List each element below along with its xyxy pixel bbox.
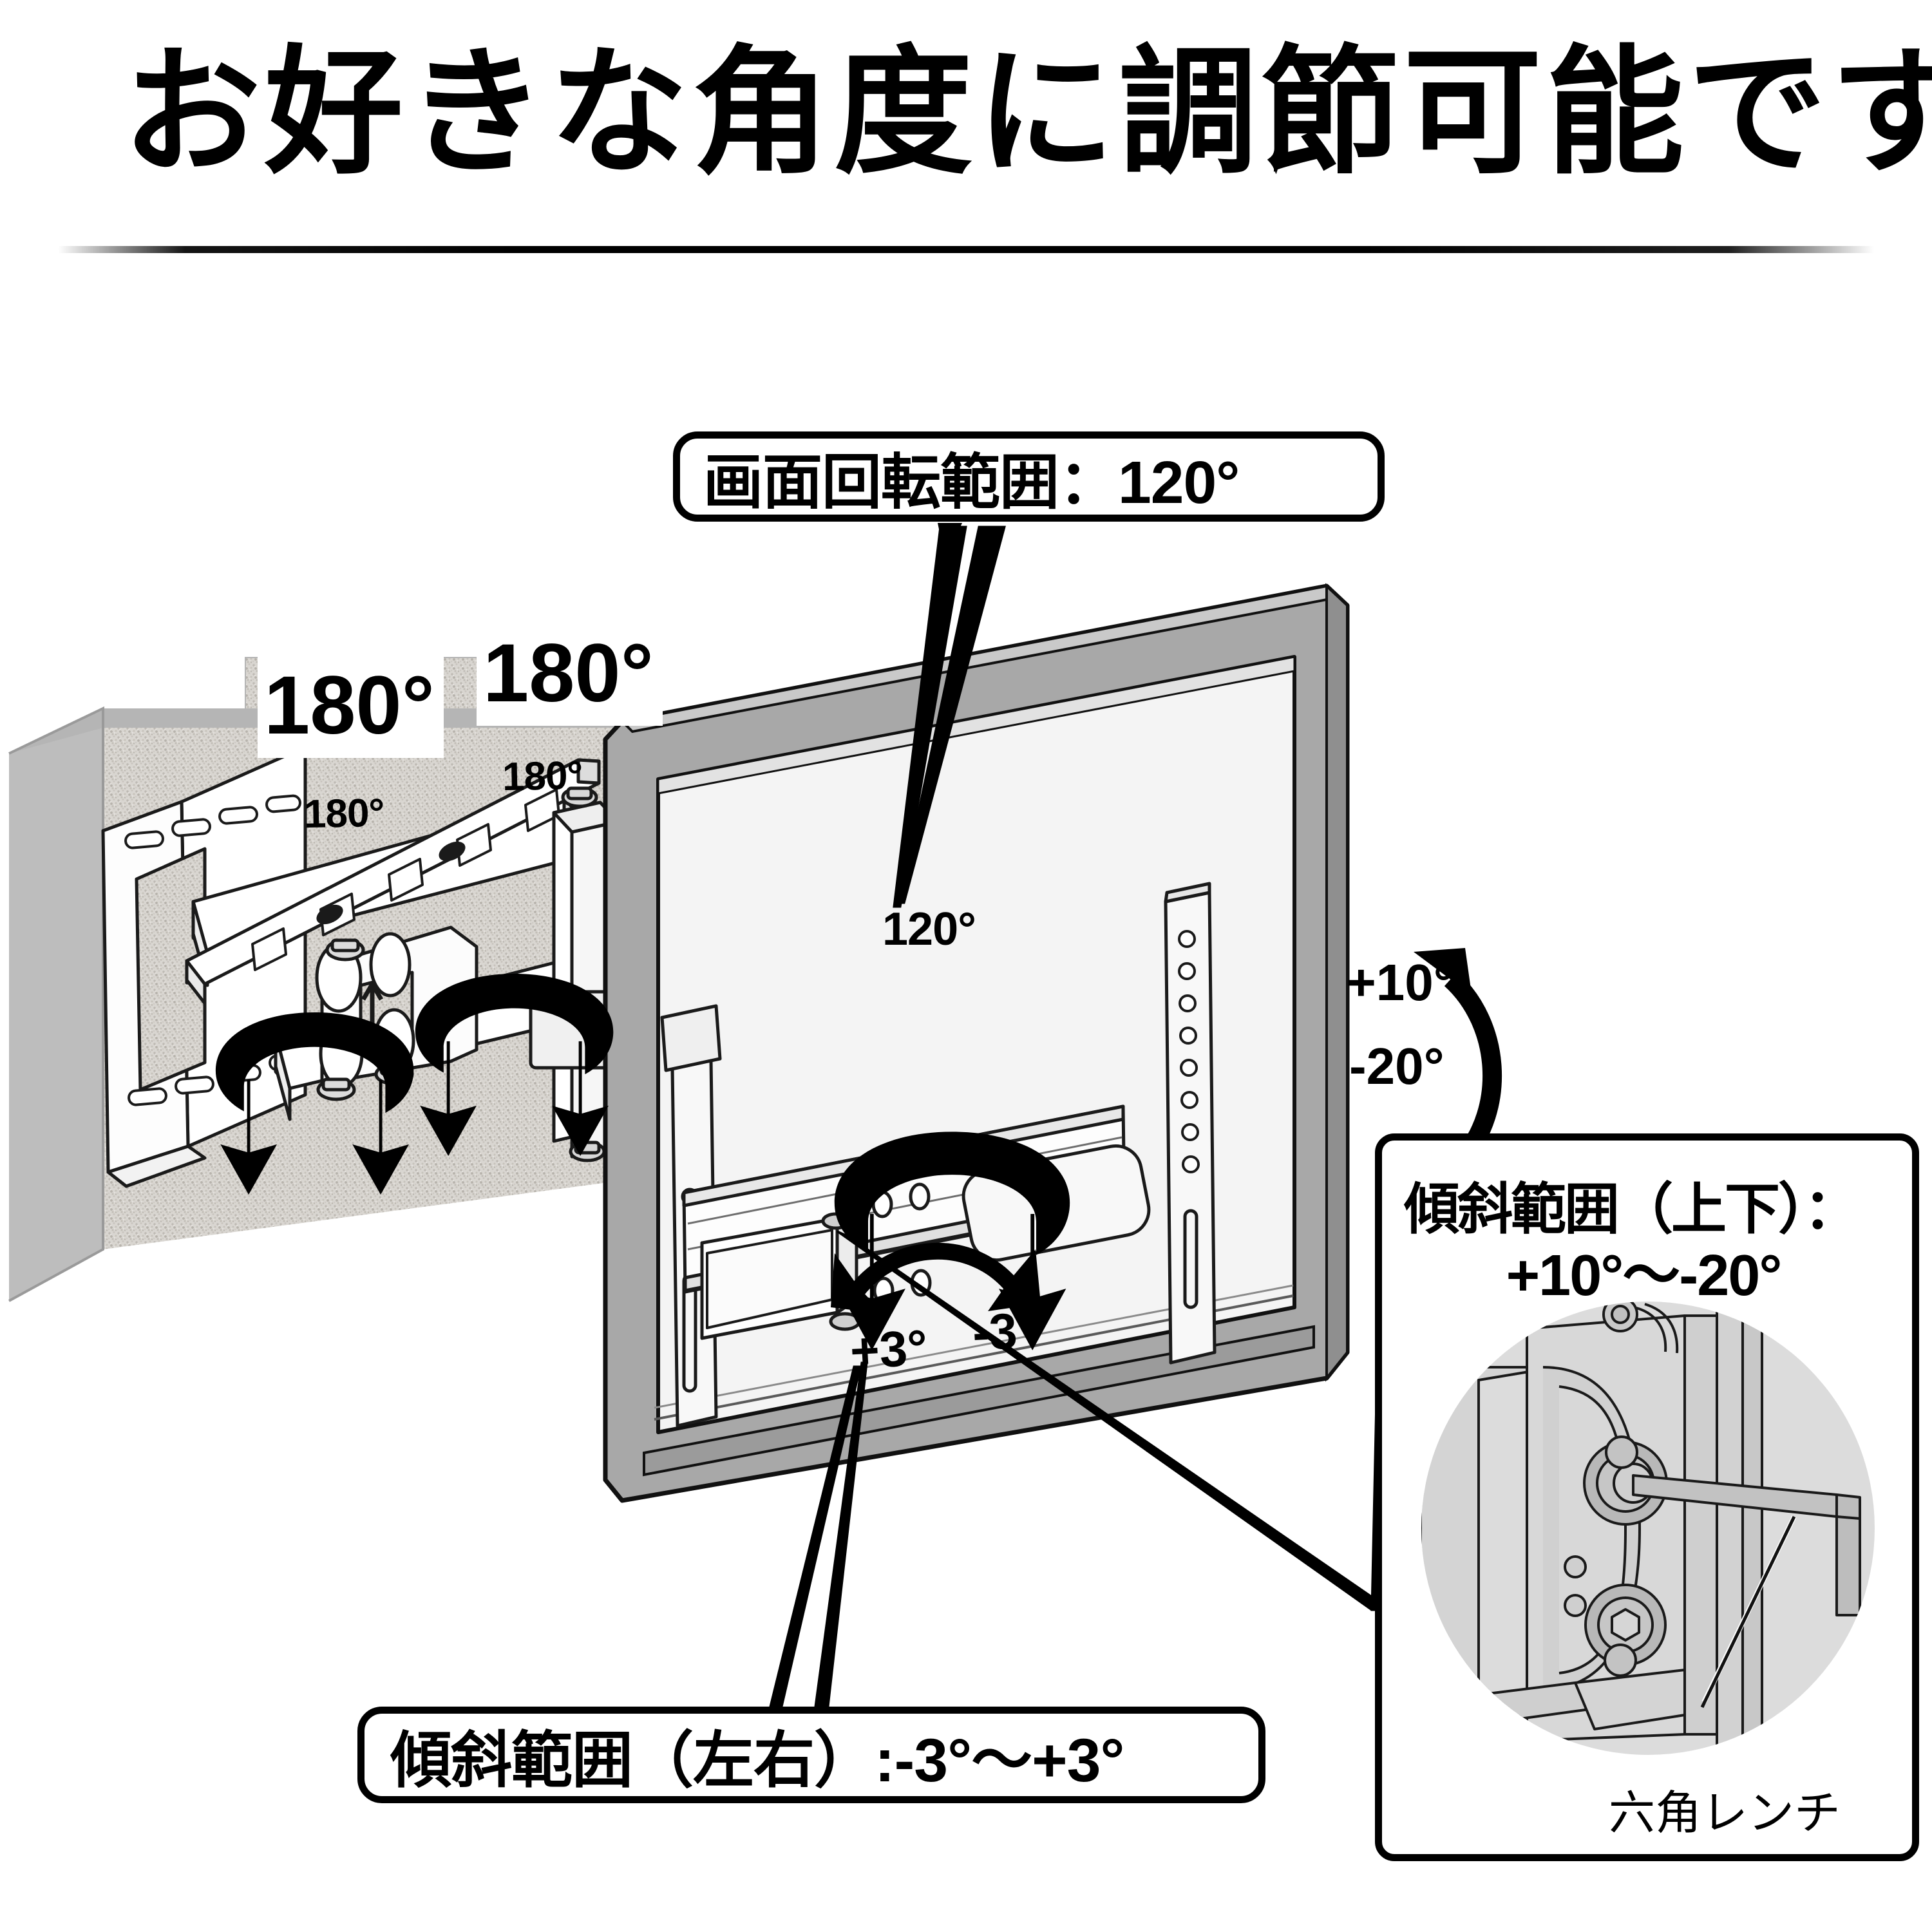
roll-left-label: +3° xyxy=(848,1318,929,1380)
tilt-leftright-arrowheads xyxy=(831,1249,1041,1314)
tilt-rail xyxy=(185,758,601,1005)
title-divider xyxy=(58,246,1874,253)
swivel-arrow-right-icon xyxy=(415,973,614,1156)
hex-wrench-label: 六角レンチ xyxy=(1609,1788,1841,1839)
tilt-down-label: -20° xyxy=(1349,1037,1444,1095)
tilt-updown-arrow-icon xyxy=(1444,971,1502,1166)
tv-mount-illustration xyxy=(0,258,1932,1932)
swivel-arrow-left-icon xyxy=(215,1012,414,1195)
rotation-arrow-label: 120° xyxy=(882,904,976,955)
swivel-left-degree-label: 180° xyxy=(258,657,444,758)
roll-right-label: -3° xyxy=(971,1301,1039,1361)
callout-tilt-leftright-text: 傾斜範囲（左右）:-3°〜+3° xyxy=(390,1726,1124,1795)
callout-tilt-updown-panel: 傾斜範囲（上下）： +10°〜-20° xyxy=(1375,1133,1919,1861)
callout-rotation-range: 画面回転範囲：120° xyxy=(673,431,1385,522)
callout-tilt-updown-value: +10°〜-20° xyxy=(1506,1244,1783,1308)
callout-tilt-updown-title: 傾斜範囲（上下）： xyxy=(1404,1179,1859,1240)
callout-tilt-leftright-range: 傾斜範囲（左右）:-3°〜+3° xyxy=(357,1707,1265,1803)
hex-wrench-detail-inset xyxy=(1382,1290,1912,1766)
swivel-left-arrow-label: 180° xyxy=(303,790,384,837)
tilt-leftright-arrow-icon xyxy=(849,1242,1018,1297)
swivel-right-arrow-label: 180° xyxy=(502,753,583,800)
page-title: お好きな角度に調節可能です！ xyxy=(122,35,1932,190)
callout-rotation-text: 画面回転範囲：120° xyxy=(703,448,1240,516)
leader-lines xyxy=(769,526,1394,1708)
callout-tails xyxy=(938,523,962,560)
swivel-right-degree-label: 180° xyxy=(477,625,663,726)
tilt-up-label: +10° xyxy=(1346,954,1454,1011)
